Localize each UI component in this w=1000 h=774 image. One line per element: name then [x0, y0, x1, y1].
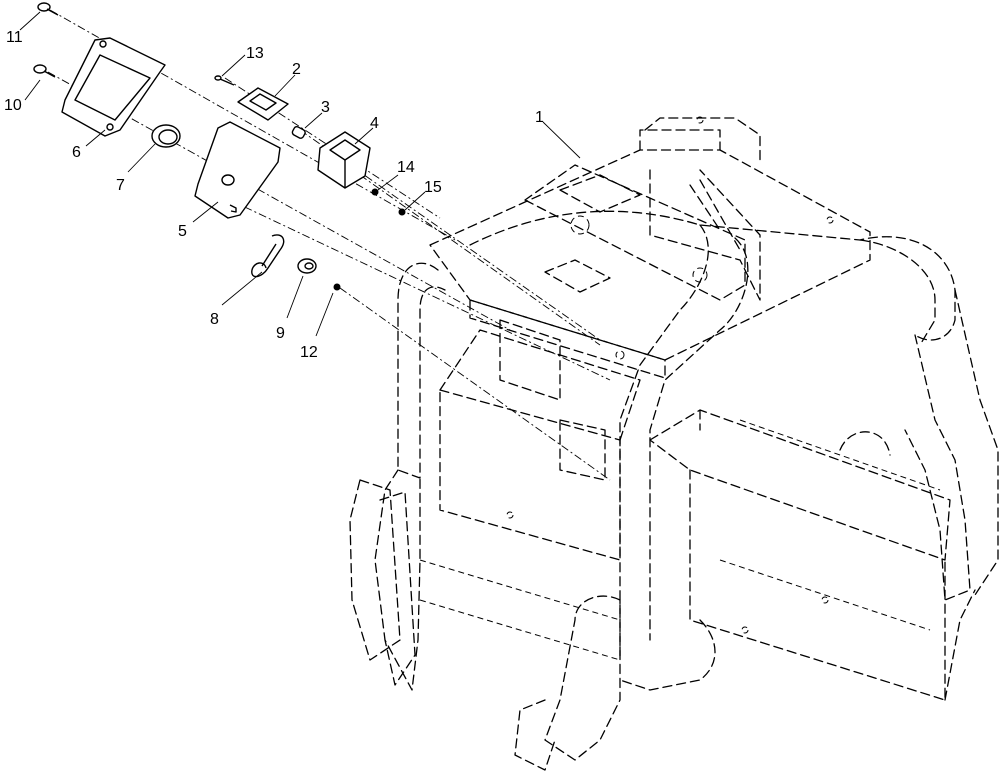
callout-5: 5 — [178, 223, 187, 240]
hour-meter-4 — [317, 131, 371, 189]
clip-8 — [251, 234, 285, 278]
nut-12 — [333, 283, 341, 291]
nut-14 — [371, 188, 379, 196]
callout-11: 11 — [6, 29, 23, 46]
grommet-7 — [151, 124, 181, 148]
bolt-10 — [33, 64, 56, 78]
callout-10: 10 — [4, 97, 22, 114]
callout-15: 15 — [424, 179, 442, 196]
bracket-5 — [194, 121, 281, 219]
callout-14: 14 — [397, 159, 415, 176]
callout-6: 6 — [72, 144, 81, 161]
callout-1: 1 — [535, 109, 544, 126]
explosion-lines — [47, 9, 611, 481]
gasket-6 — [61, 37, 166, 137]
callout-3: 3 — [321, 99, 330, 116]
nut-15 — [398, 208, 406, 216]
plate-2 — [237, 87, 289, 121]
grommet-9 — [297, 258, 317, 274]
callouts: 1 2 3 4 5 6 7 8 9 10 11 12 13 14 15 — [4, 29, 544, 361]
bolt-11 — [37, 2, 59, 16]
callout-9: 9 — [276, 325, 285, 342]
callout-8: 8 — [210, 311, 219, 328]
spacer-3 — [291, 126, 306, 139]
callout-4: 4 — [370, 115, 379, 132]
callout-7: 7 — [116, 177, 125, 194]
leader-lines — [19, 11, 581, 337]
main-frame — [349, 116, 999, 771]
callout-12: 12 — [300, 344, 318, 361]
screw-13 — [214, 75, 235, 86]
callout-13: 13 — [246, 45, 264, 62]
callout-2: 2 — [292, 61, 301, 78]
